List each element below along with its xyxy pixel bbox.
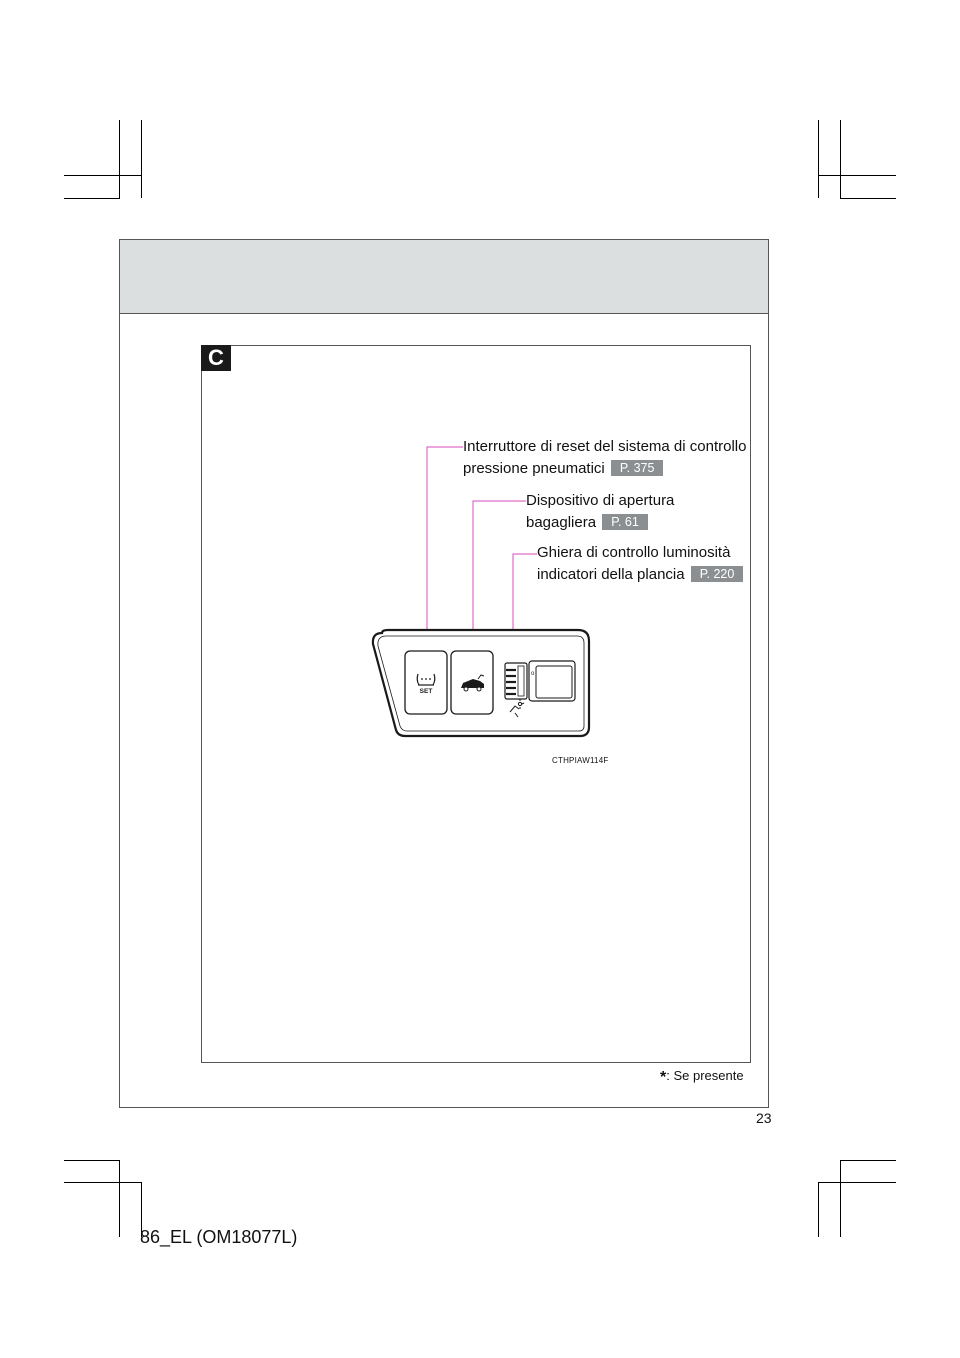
page-frame	[119, 239, 769, 1108]
trunk-open-icon	[461, 674, 485, 692]
callout-line: pressione pneumatici	[463, 460, 605, 477]
dial-marker: o	[531, 671, 535, 677]
section-badge: C	[201, 345, 231, 371]
callout-line: bagagliera	[526, 514, 597, 531]
illustration-panel	[201, 345, 751, 1063]
leader-lines	[426, 446, 537, 666]
callout-tire-pressure-reset: Interruttore di reset del sistema di con…	[463, 436, 746, 480]
brightness-dial[interactable]: o	[504, 660, 576, 718]
callout-line: Interruttore di reset del sistema di con…	[463, 438, 747, 455]
callout-line: Ghiera di controllo luminosità	[537, 544, 731, 561]
footnote: *: Se presente	[660, 1068, 744, 1087]
leader-line-dial	[512, 553, 537, 666]
leader-line-trunk	[472, 500, 526, 658]
callout-trunk-opener: Dispositivo di apertura bagagliera P. 61	[526, 490, 674, 534]
trunk-opener-button[interactable]	[450, 650, 494, 715]
page-reference-link[interactable]: P. 61	[602, 514, 648, 530]
instrument-brightness-icon	[509, 699, 525, 718]
callout-line: indicatori della plancia	[537, 566, 685, 583]
footnote-marker: *	[660, 1069, 667, 1086]
leader-line-tire	[426, 446, 463, 658]
page-reference-link[interactable]: P. 220	[690, 566, 744, 582]
footnote-text: : Se presente	[666, 1068, 744, 1083]
set-label: SET	[420, 688, 433, 695]
callout-brightness-dial: Ghiera di controllo luminosità indicator…	[537, 542, 744, 586]
tire-pressure-warning-icon	[416, 673, 436, 686]
tire-pressure-set-button[interactable]: SET	[404, 650, 448, 715]
page-reference-link[interactable]: P. 375	[610, 460, 664, 476]
page-header-band	[120, 240, 768, 314]
page-number: 23	[756, 1110, 772, 1126]
figure-code: CTHPIAW114F	[552, 756, 609, 765]
callout-line: Dispositivo di apertura	[526, 492, 675, 509]
switch-panel-illustration: SET o	[371, 446, 591, 738]
document-code: 86_EL (OM18077L)	[140, 1227, 298, 1247]
